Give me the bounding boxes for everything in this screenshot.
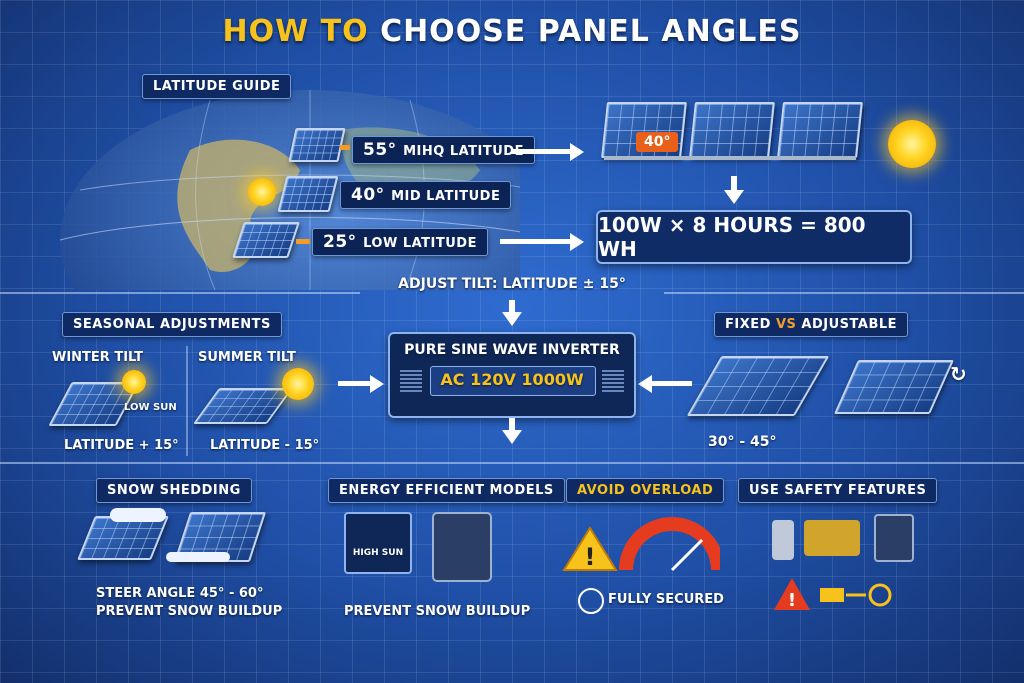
fixed-vs-heading: FIXED VS ADJUSTABLE	[714, 312, 909, 337]
flow-arrow	[338, 381, 372, 386]
solar-panel-icon	[288, 128, 346, 162]
panel-array: 40°	[601, 96, 864, 166]
adjust-tilt-label: ADJUST TILT: LATITUDE ± 15°	[398, 276, 626, 292]
latitude-angle: 55°	[363, 140, 397, 160]
snow-heading: SNOW SHEDDING	[96, 478, 252, 503]
seasonal-heading: SEASONAL ADJUSTMENTS	[62, 312, 282, 337]
title-main: CHOOSE PANEL ANGLES	[380, 14, 802, 49]
arrow-down-icon	[502, 430, 522, 444]
fan-icon	[578, 588, 604, 614]
winter-tilt-title: WINTER TILT	[52, 350, 144, 365]
rotate-arrow-icon: ↻	[950, 362, 967, 386]
snow-line-2: PREVENT SNOW BUILDUP	[96, 604, 283, 619]
efficient-device-icon: HIGH SUN	[344, 512, 412, 574]
solar-panel-icon	[777, 102, 863, 158]
arrow-right-icon	[570, 233, 584, 251]
flow-arrow	[652, 381, 692, 386]
low-sun-note: LOW SUN	[124, 402, 177, 413]
page-title: HOW TO CHOOSE PANEL ANGLES	[0, 14, 1024, 49]
plug-icon	[874, 514, 914, 562]
energy-formula: 100W × 8 HOURS = 800 WH	[596, 210, 912, 264]
solar-panel-icon	[277, 176, 339, 212]
vent-icon	[602, 370, 624, 392]
section-divider	[0, 462, 1024, 464]
summer-tilt-title: SUMMER TILT	[198, 350, 296, 365]
svg-text:!: !	[788, 590, 796, 611]
flow-arrow	[500, 239, 572, 244]
latitude-guide-heading: LATITUDE GUIDE	[142, 74, 292, 99]
overload-heading: AVOID OVERLOAD	[566, 478, 725, 503]
adjustable-label: ADJUSTABLE	[801, 317, 898, 332]
solar-panel-icon	[232, 222, 300, 258]
summer-formula: LATITUDE - 15°	[210, 438, 320, 453]
efficient-heading: ENERGY EFFICIENT MODELS	[328, 478, 565, 503]
connector-arrow	[296, 239, 310, 244]
flow-arrow	[509, 418, 515, 430]
connector-arrow	[340, 145, 350, 150]
inverter-spec: AC 120V 1000W	[440, 370, 584, 389]
sun-icon	[282, 368, 314, 400]
section-divider	[0, 292, 360, 294]
column-divider	[186, 346, 188, 456]
warning-icon: !	[774, 578, 892, 611]
sun-icon	[122, 370, 146, 394]
inverter-display	[430, 366, 596, 396]
solar-panel-icon	[192, 388, 294, 424]
latitude-row-mid: 40° MID LATITUDE	[340, 181, 512, 209]
arrow-down-icon	[502, 312, 522, 326]
fixed-label: FIXED	[725, 317, 771, 332]
solar-panel-icon	[77, 516, 169, 560]
flow-arrow	[509, 300, 515, 312]
snow-icon	[110, 508, 166, 522]
latitude-label: MIHQ LATITUDE	[403, 144, 524, 159]
efficient-caption: PREVENT SNOW BUILDUP	[344, 604, 531, 619]
title-highlight: HOW TO	[222, 14, 369, 49]
solar-panel-icon	[686, 356, 830, 416]
coffee-maker-icon	[432, 512, 492, 582]
section-divider	[664, 292, 1024, 294]
winter-formula: LATITUDE + 15°	[64, 438, 179, 453]
latitude-row-high: 55° MIHQ LATITUDE	[352, 136, 535, 164]
latitude-angle: 25°	[323, 232, 357, 252]
snow-icon	[166, 552, 230, 562]
snow-line-1: STEER ANGLE 45° - 60°	[96, 586, 264, 601]
latitude-angle: 40°	[351, 185, 385, 205]
gauge-icon: !	[562, 517, 720, 572]
svg-text:!: !	[585, 543, 596, 571]
solar-panel-icon	[689, 102, 775, 158]
latitude-row-low: 25° LOW LATITUDE	[312, 228, 488, 256]
arrow-right-icon	[370, 375, 384, 393]
flow-arrow	[731, 176, 737, 190]
solar-panel-icon	[833, 360, 955, 414]
latitude-label: LOW LATITUDE	[363, 236, 477, 251]
latitude-label: MID LATITUDE	[391, 189, 501, 204]
drill-icon	[804, 520, 860, 556]
inverter-title: PURE SINE WAVE INVERTER	[404, 342, 620, 358]
arrow-right-icon	[570, 143, 584, 161]
sun-icon	[248, 178, 276, 206]
arrow-left-icon	[638, 375, 652, 393]
fixed-range: 30° - 45°	[708, 434, 777, 450]
device-label: HIGH SUN	[352, 548, 404, 558]
overload-caption: FULLY SECURED	[608, 592, 724, 607]
arrow-down-icon	[724, 190, 744, 204]
vent-icon	[400, 370, 422, 392]
battery-icon	[772, 520, 794, 560]
inverter-icon: PURE SINE WAVE INVERTER AC 120V 1000W	[388, 332, 636, 418]
angle-badge: 40°	[636, 132, 679, 152]
sun-icon	[888, 120, 936, 168]
vs-label: VS	[775, 317, 797, 332]
safety-heading: USE SAFETY FEATURES	[738, 478, 938, 503]
flow-arrow	[512, 149, 572, 154]
panel-rail	[604, 156, 856, 160]
